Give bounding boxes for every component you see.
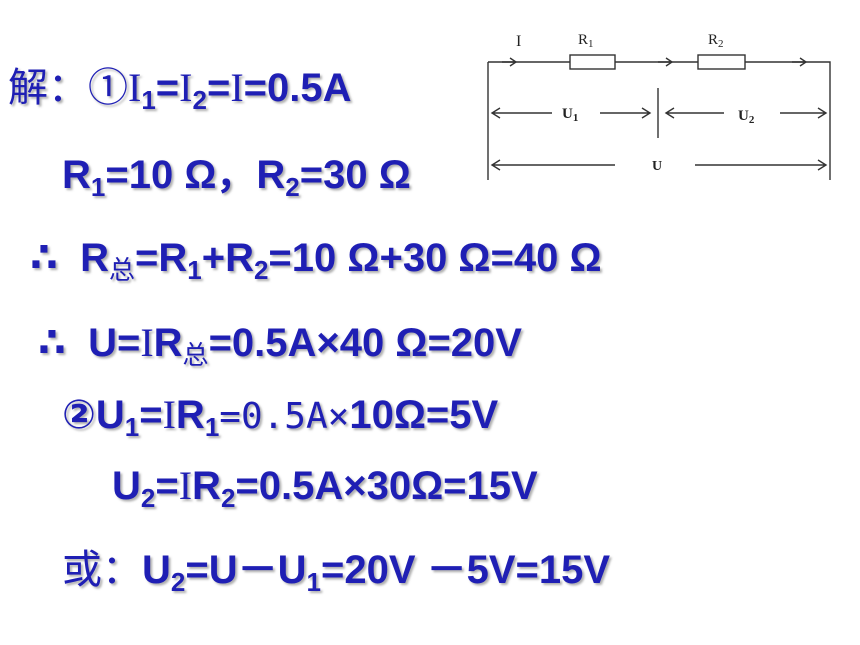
u-label: U (652, 159, 662, 174)
circuit-diagram: I R1 R2 U1 U2 U (487, 32, 831, 180)
current-arrow (502, 57, 518, 67)
current-arrow-2 (658, 57, 674, 67)
circuit-wire (487, 61, 831, 180)
u1-label: U1 (562, 106, 578, 124)
solution-line-5: ②U1=IR1=0.5A×10Ω=5V (62, 392, 499, 442)
u1-arrow (490, 107, 652, 119)
current-label: I (516, 33, 521, 50)
solution-line-2: R1=10 Ω，R2=30 Ω (62, 153, 411, 202)
current-arrow-3 (792, 57, 808, 67)
solution-line-6: U2=IR2=0.5A×30Ω=15V (112, 463, 538, 513)
u2-label: U2 (738, 108, 755, 126)
resistor-r1 (569, 54, 616, 70)
r2-label: R2 (708, 32, 724, 50)
r1-label: R1 (578, 32, 594, 50)
solution-line-3: ∴ R总=R1+R2=10 Ω+30 Ω=40 Ω (30, 236, 602, 286)
u-arrow (490, 159, 828, 171)
solution-line-4: ∴ U=IR总=0.5A×40 Ω=20V (38, 320, 522, 371)
solution-line-1: 解：①I1=I2=I=0.5A (8, 65, 352, 115)
u2-arrow (664, 107, 828, 119)
solution-line-7: 或：U2=U－U1=20V －5V=15V (62, 547, 611, 597)
resistor-r2 (697, 54, 746, 70)
